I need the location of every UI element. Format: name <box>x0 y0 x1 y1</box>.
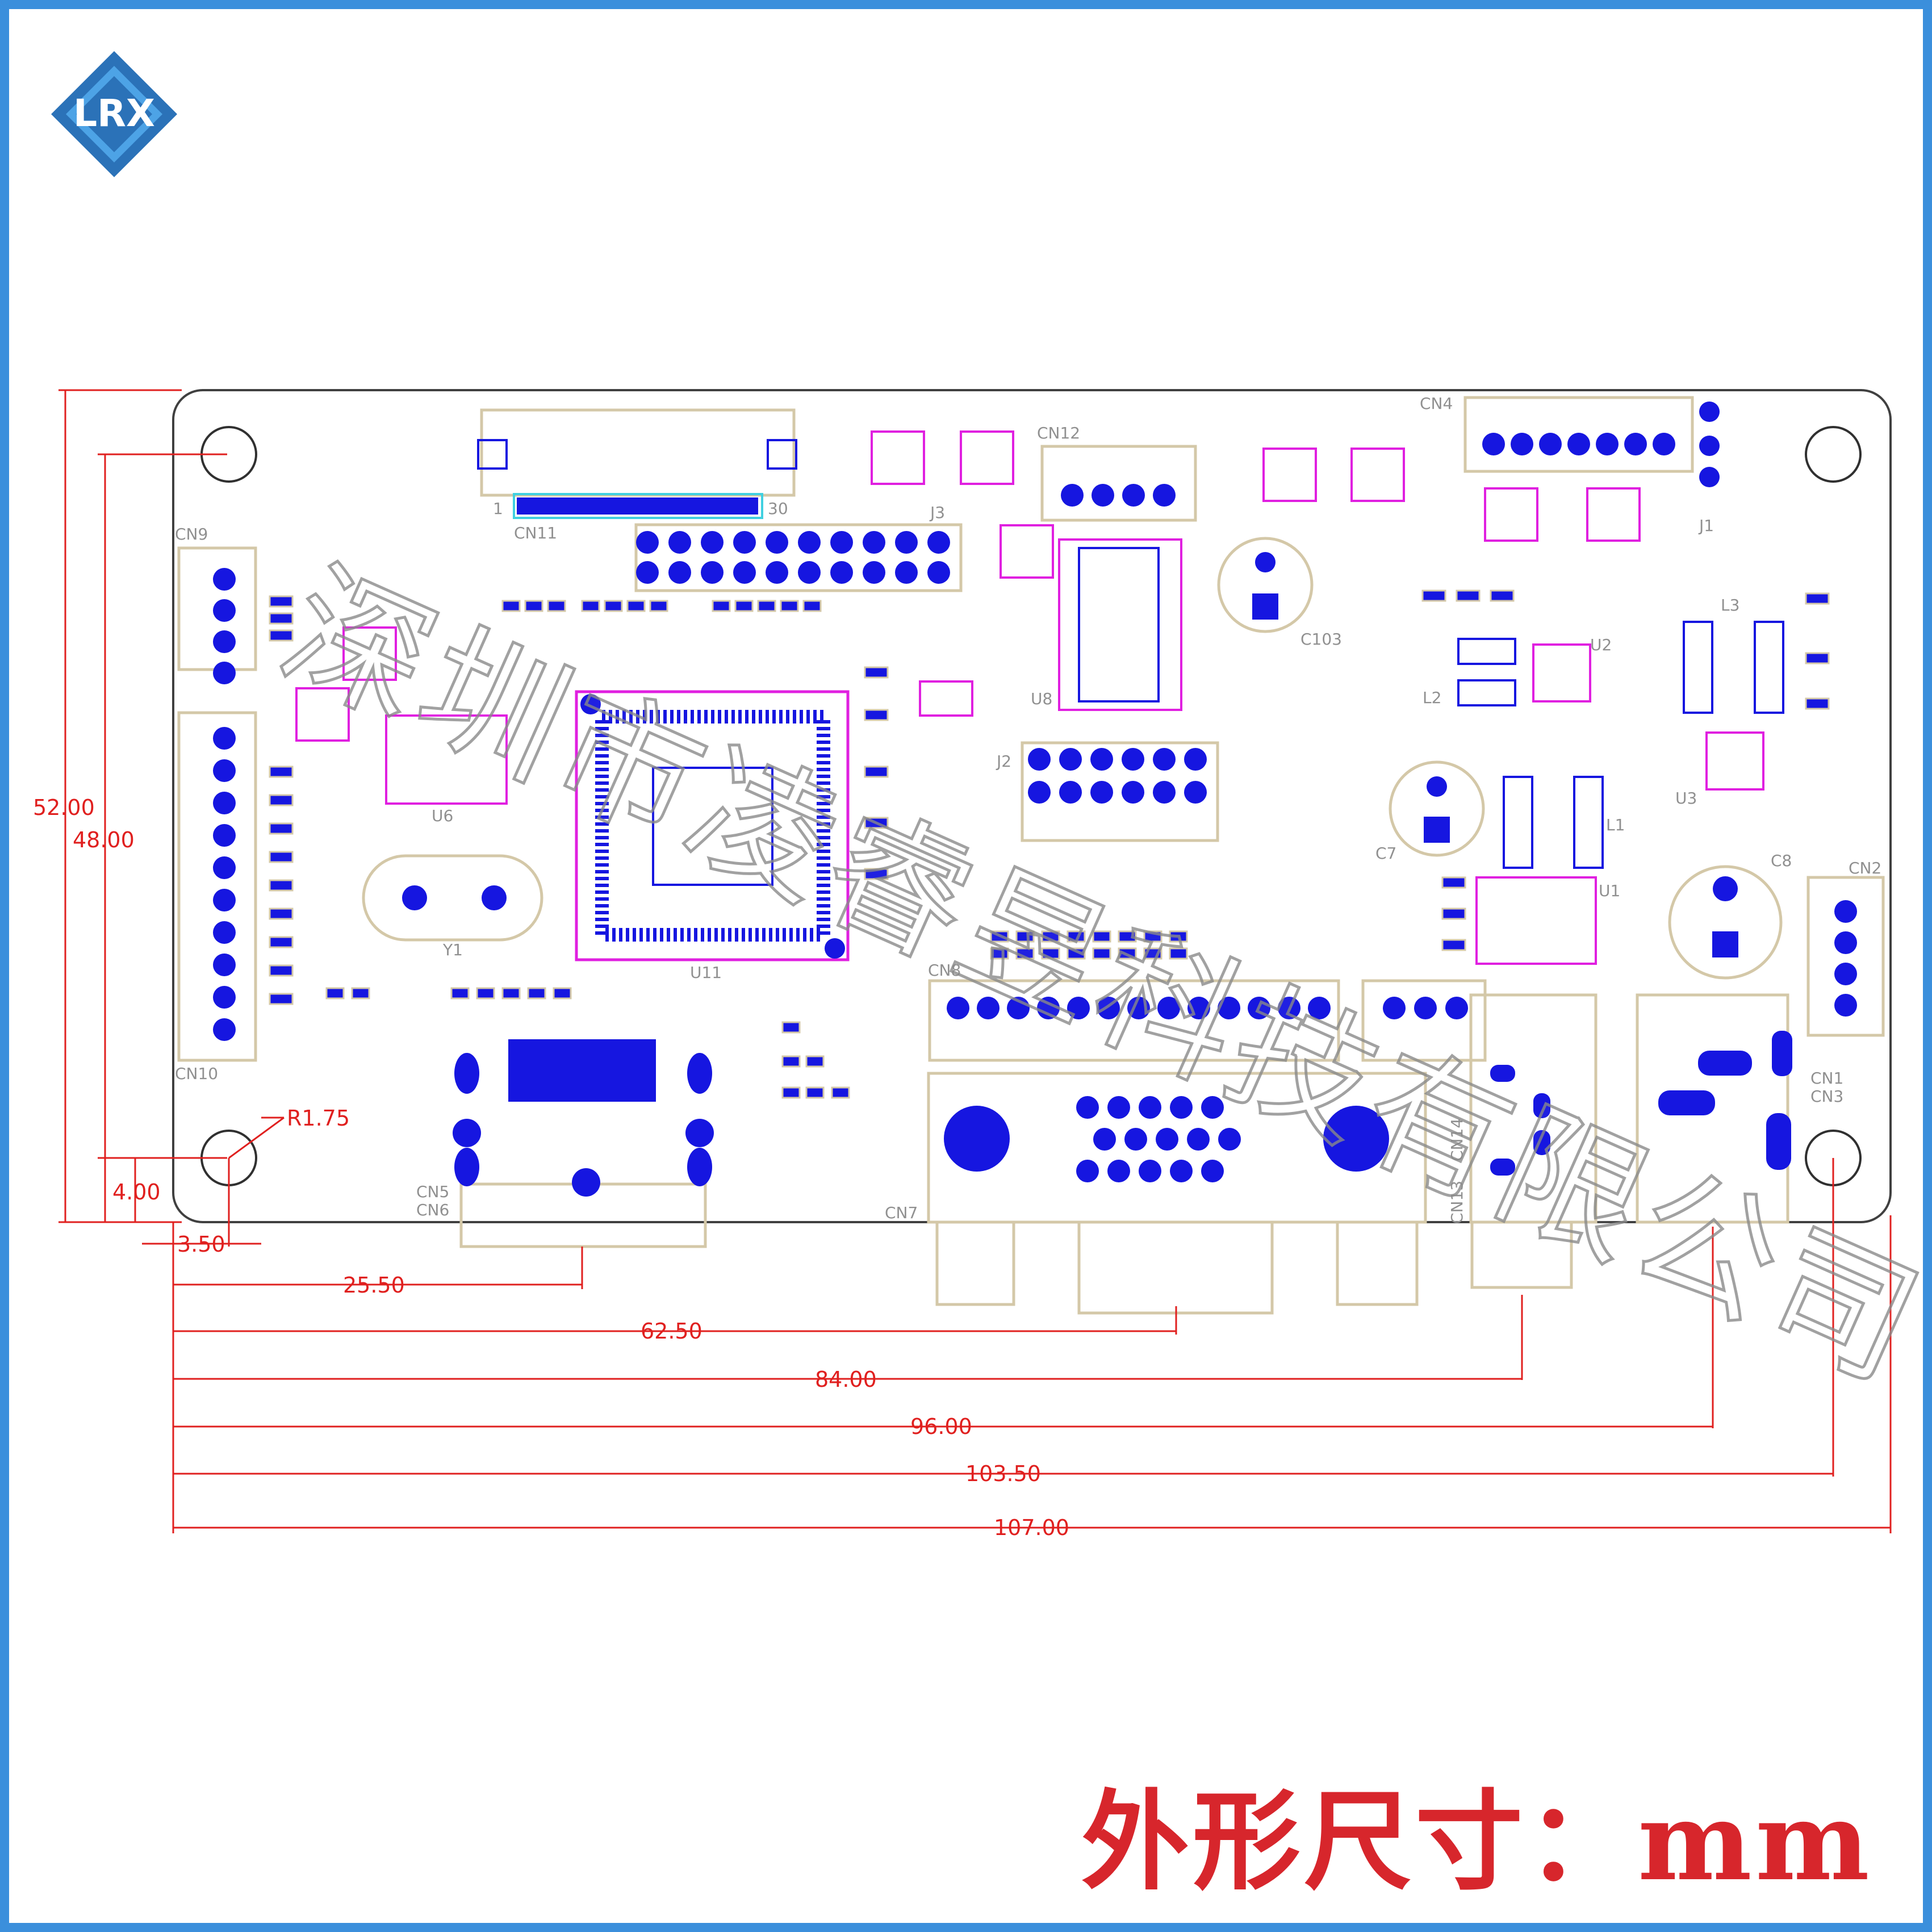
dim-height-outer: 52.00 <box>33 795 95 820</box>
mount-hole-tr <box>1805 426 1862 483</box>
label-cn13: CN13 <box>1448 1181 1466 1224</box>
lrx-logo: LRX <box>51 51 177 177</box>
label-j1: J1 <box>1698 516 1714 535</box>
label-l3: L3 <box>1721 596 1739 614</box>
unit-title: 外形尺寸：mm <box>1081 1778 1873 1905</box>
label-cn14: CN14 <box>1448 1118 1466 1161</box>
label-cn10: CN10 <box>175 1064 218 1083</box>
label-u1: U1 <box>1599 881 1620 900</box>
label-cn6: CN6 <box>416 1201 449 1219</box>
dim-hole-offset-y: 4.00 <box>112 1180 161 1205</box>
logo-text: LRX <box>73 91 155 135</box>
dim-107-00: 107.00 <box>994 1515 1069 1540</box>
dim-hole-offset-x: 3.50 <box>177 1232 225 1257</box>
label-cn9: CN9 <box>175 525 208 543</box>
dim-height-holes: 48.00 <box>73 827 135 852</box>
label-l2: L2 <box>1423 688 1441 707</box>
label-u11: U11 <box>690 963 722 982</box>
label-c7: C7 <box>1375 844 1396 863</box>
label-u8: U8 <box>1031 689 1052 708</box>
label-cn5: CN5 <box>416 1182 449 1201</box>
label-cn11-pin1: 1 <box>493 499 503 518</box>
label-cn11-pin30: 30 <box>768 499 788 518</box>
label-y1: Y1 <box>442 940 463 959</box>
label-cn11: CN11 <box>514 524 557 542</box>
dim-corner-radius: R1.75 <box>287 1106 350 1131</box>
label-c8: C8 <box>1771 851 1792 870</box>
label-cn3: CN3 <box>1810 1087 1843 1106</box>
label-cn4: CN4 <box>1420 394 1453 413</box>
label-cn1: CN1 <box>1810 1069 1843 1088</box>
label-cn8: CN8 <box>928 961 961 980</box>
dim-62-50: 62.50 <box>641 1319 702 1344</box>
label-j3: J3 <box>929 503 945 522</box>
label-u6: U6 <box>432 806 453 825</box>
dim-84-00: 84.00 <box>815 1367 877 1392</box>
label-u2: U2 <box>1590 635 1612 654</box>
u11-outline <box>575 690 850 961</box>
label-u3: U3 <box>1675 789 1697 808</box>
label-cn2: CN2 <box>1849 859 1881 877</box>
dim-103-50: 103.50 <box>965 1461 1041 1486</box>
label-c103: C103 <box>1300 630 1342 649</box>
dim-25-50: 25.50 <box>343 1273 405 1298</box>
label-cn12: CN12 <box>1037 424 1080 442</box>
label-j2: J2 <box>996 752 1011 771</box>
label-l1: L1 <box>1606 816 1625 834</box>
dim-96-00: 96.00 <box>910 1414 972 1439</box>
label-cn7: CN7 <box>885 1203 918 1222</box>
